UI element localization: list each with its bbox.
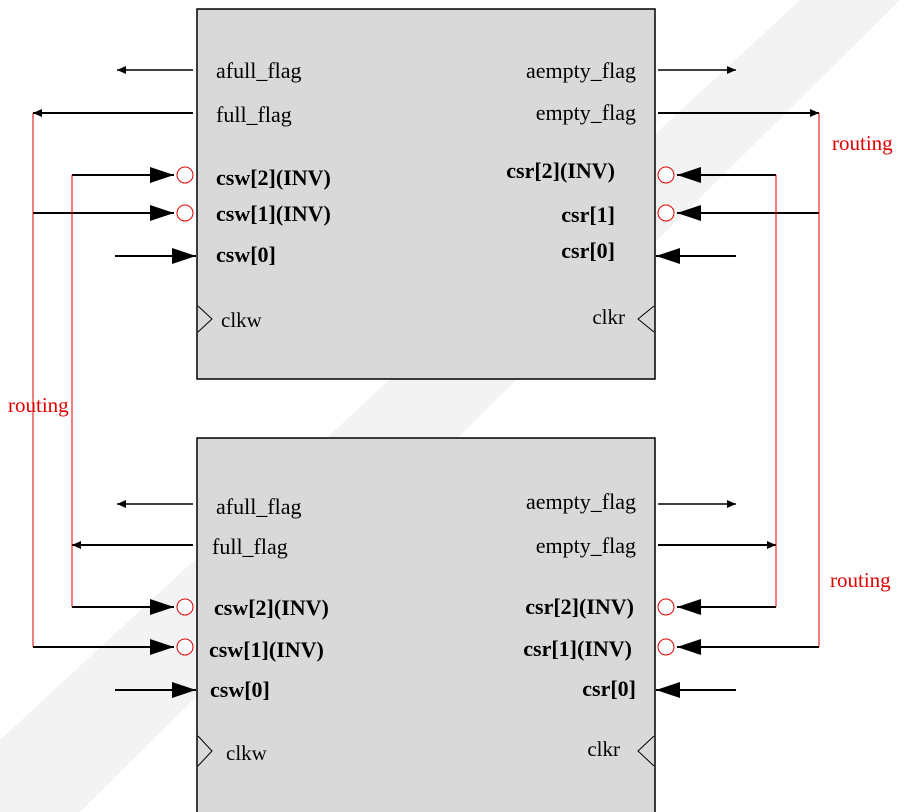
bottom-clkw-label: clkw xyxy=(226,741,268,765)
top-empty-flag-label: empty_flag xyxy=(536,100,636,125)
top-csw2-label: csw[2](INV) xyxy=(216,165,331,190)
bottom-block-wires xyxy=(33,500,819,698)
bottom-csw1-invert-icon xyxy=(176,638,194,656)
top-csw2-invert-icon xyxy=(176,166,194,184)
bottom-csr2-invert-icon xyxy=(657,598,675,616)
bottom-block-body xyxy=(196,437,656,812)
routing-lines xyxy=(32,113,820,647)
bottom-csr1-label: csr[1](INV) xyxy=(523,636,632,661)
routing-label-left: routing xyxy=(8,393,69,417)
top-csr2-label: csr[2](INV) xyxy=(506,158,615,183)
top-fifo-block: afull_flag full_flag csw[2](INV) csw[1](… xyxy=(196,8,656,380)
bottom-csw0-label: csw[0] xyxy=(210,677,270,702)
top-csr2-invert-icon xyxy=(657,166,675,184)
bottom-csr1-invert-icon xyxy=(657,638,675,656)
top-clkw-label: clkw xyxy=(221,308,263,332)
bottom-aempty-flag-label: aempty_flag xyxy=(526,489,636,514)
bottom-inversion-bubbles xyxy=(176,598,675,656)
bottom-csr2-label: csr[2](INV) xyxy=(525,594,634,619)
bottom-clkw-clock-icon xyxy=(197,735,213,767)
top-csw0-label: csw[0] xyxy=(216,242,276,267)
top-csr0-label: csr[0] xyxy=(561,238,615,263)
top-afull-flag-label: afull_flag xyxy=(216,58,302,83)
routing-label-top-right: routing xyxy=(832,131,893,155)
bottom-csw1-label: csw[1](INV) xyxy=(209,637,324,662)
top-csw1-invert-icon xyxy=(176,204,194,222)
bottom-fifo-block: afull_flag full_flag csw[2](INV) csw[1](… xyxy=(196,437,656,812)
bottom-empty-flag-label: empty_flag xyxy=(536,533,636,558)
routing-label-bottom-right: routing xyxy=(830,568,891,592)
bottom-clkr-label: clkr xyxy=(587,737,620,761)
top-clkr-clock-icon xyxy=(637,305,655,333)
bottom-full-flag-label: full_flag xyxy=(212,534,288,559)
top-clkw-clock-icon xyxy=(197,305,213,333)
top-csr1-label: csr[1] xyxy=(561,202,615,227)
top-full-flag-label: full_flag xyxy=(216,102,292,127)
top-clkr-label: clkr xyxy=(592,305,625,329)
bottom-csr0-label: csr[0] xyxy=(582,676,636,701)
top-block-wires xyxy=(33,66,819,264)
bottom-csw2-label: csw[2](INV) xyxy=(214,595,329,620)
top-csw1-label: csw[1](INV) xyxy=(216,201,331,226)
bottom-csw2-invert-icon xyxy=(176,598,194,616)
top-block-body xyxy=(196,8,656,380)
top-csr1-invert-icon xyxy=(657,204,675,222)
bottom-clkr-clock-icon xyxy=(637,735,655,767)
top-inversion-bubbles xyxy=(176,166,675,222)
top-aempty-flag-label: aempty_flag xyxy=(526,58,636,83)
bottom-afull-flag-label: afull_flag xyxy=(216,494,302,519)
